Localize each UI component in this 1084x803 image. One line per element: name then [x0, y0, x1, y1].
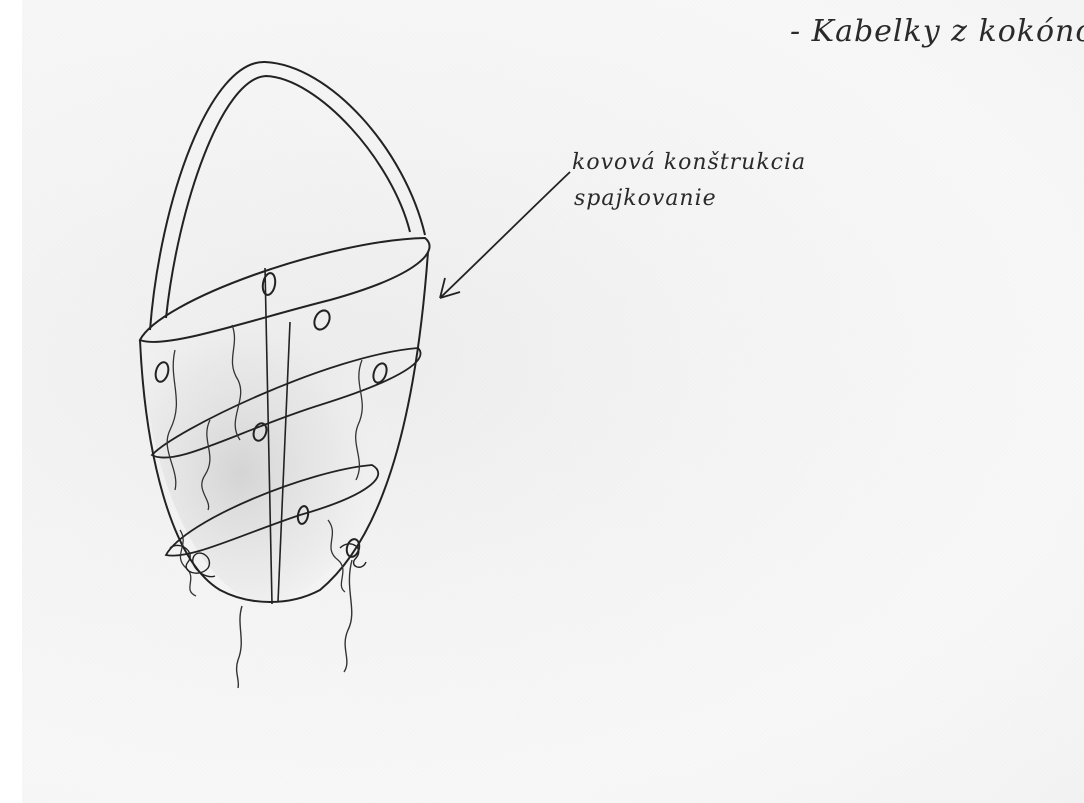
annotation-arrow: [440, 172, 570, 298]
